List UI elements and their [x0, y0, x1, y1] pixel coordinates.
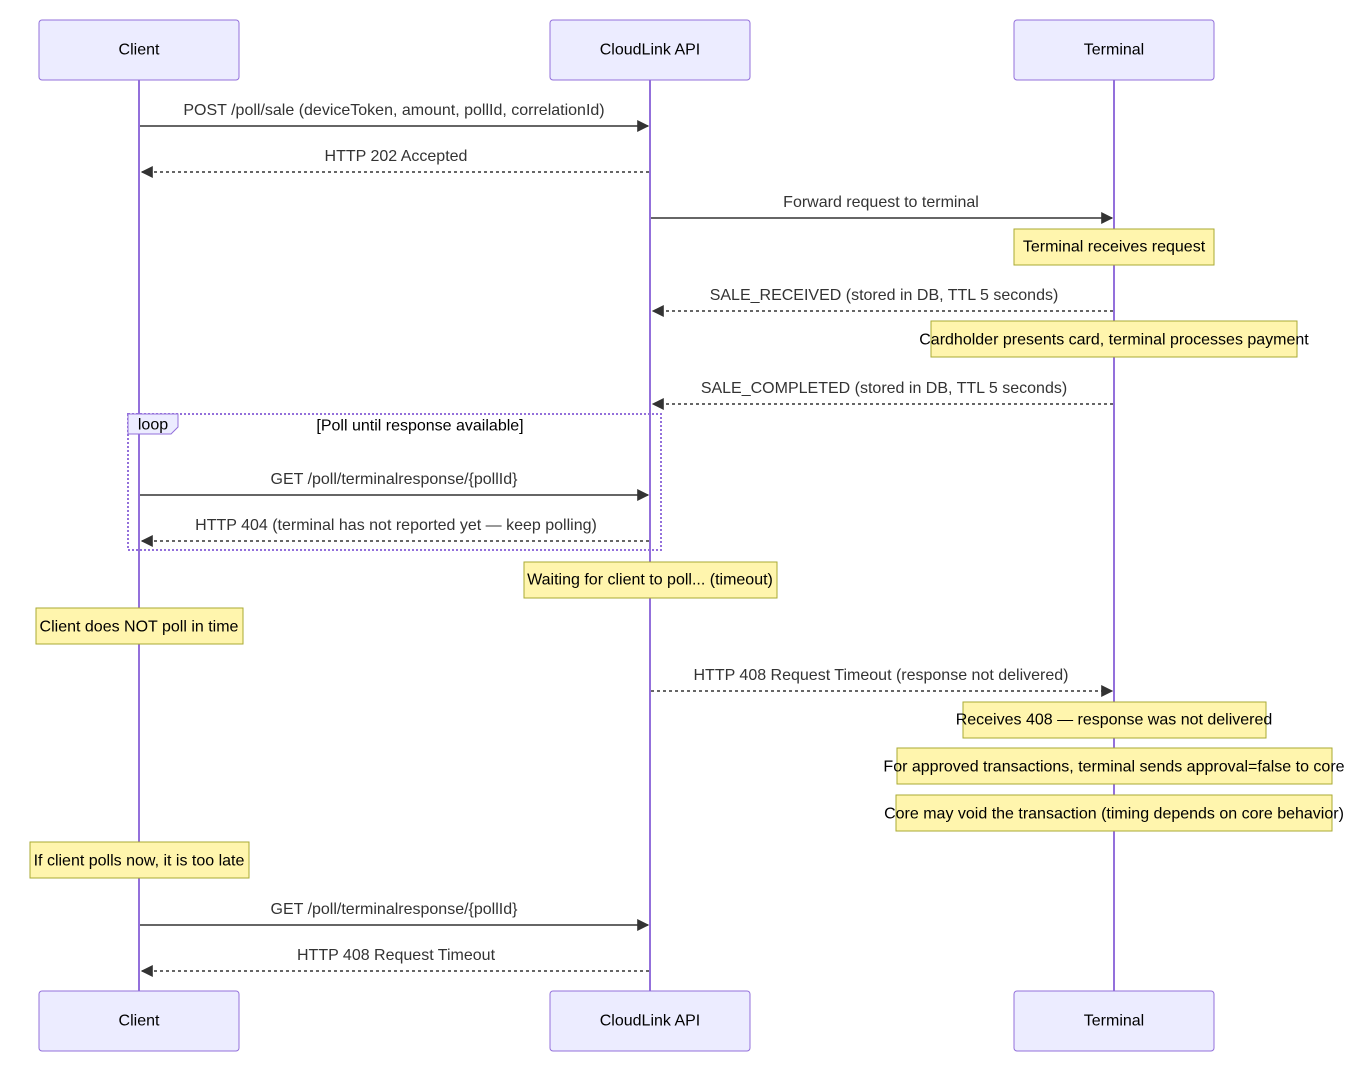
note-client-no-poll: Client does NOT poll in time — [35, 607, 244, 645]
note-text: Cardholder presents card, terminal proce… — [919, 332, 1309, 349]
note-receives-408: Receives 408 — response was not delivere… — [956, 701, 1273, 739]
actor-client-top: Client — [38, 19, 240, 81]
actor-api-bottom: CloudLink API — [549, 990, 751, 1052]
actor-terminal-top: Terminal — [1013, 19, 1215, 81]
message-label: HTTP 404 (terminal has not reported yet … — [195, 517, 597, 534]
actor-client-bottom: Client — [38, 990, 240, 1052]
message-get-response-loop: GET /poll/terminalresponse/{pollId} — [140, 471, 650, 501]
message-label: HTTP 202 Accepted — [325, 148, 468, 165]
message-label: HTTP 408 Request Timeout — [297, 947, 496, 964]
message-label: GET /poll/terminalresponse/{pollId} — [271, 471, 519, 488]
loop-block: loop [Poll until response available] GET… — [127, 413, 662, 551]
actor-label: CloudLink API — [600, 42, 701, 59]
actor-terminal-bottom: Terminal — [1013, 990, 1215, 1052]
actor-api-top: CloudLink API — [549, 19, 751, 81]
message-sale-received: SALE_RECEIVED (stored in DB, TTL 5 secon… — [651, 287, 1113, 317]
message-label: POST /poll/sale (deviceToken, amount, po… — [183, 102, 604, 119]
note-approval-false: For approved transactions, terminal send… — [883, 747, 1345, 785]
note-text: Terminal receives request — [1023, 239, 1206, 256]
message-label: SALE_RECEIVED (stored in DB, TTL 5 secon… — [710, 287, 1059, 304]
message-408-to-terminal: HTTP 408 Request Timeout (response not d… — [651, 667, 1114, 697]
loop-condition: [Poll until response available] — [316, 418, 523, 435]
note-cardholder-presents: Cardholder presents card, terminal proce… — [919, 320, 1309, 358]
actor-label: Client — [119, 42, 160, 59]
message-408-to-client: HTTP 408 Request Timeout — [140, 947, 649, 977]
message-404: HTTP 404 (terminal has not reported yet … — [140, 517, 649, 547]
message-sale-completed: SALE_COMPLETED (stored in DB, TTL 5 seco… — [651, 380, 1113, 410]
note-text: If client polls now, it is too late — [34, 853, 245, 870]
message-label: SALE_COMPLETED (stored in DB, TTL 5 seco… — [701, 380, 1067, 397]
note-text: For approved transactions, terminal send… — [883, 759, 1344, 776]
note-text: Waiting for client to poll... (timeout) — [527, 572, 773, 589]
note-too-late: If client polls now, it is too late — [29, 841, 250, 879]
loop-label: loop — [138, 417, 168, 434]
actor-label: Terminal — [1084, 1013, 1144, 1030]
message-forward-request: Forward request to terminal — [651, 194, 1114, 224]
note-terminal-receives: Terminal receives request — [1013, 228, 1215, 266]
actor-label: Client — [119, 1013, 160, 1030]
actor-label: CloudLink API — [600, 1013, 701, 1030]
message-post-sale: POST /poll/sale (deviceToken, amount, po… — [140, 102, 650, 132]
note-text: Core may void the transaction (timing de… — [884, 806, 1344, 823]
note-core-void: Core may void the transaction (timing de… — [884, 794, 1344, 832]
note-text: Client does NOT poll in time — [40, 619, 239, 636]
message-label: GET /poll/terminalresponse/{pollId} — [271, 901, 519, 918]
note-waiting-for-poll: Waiting for client to poll... (timeout) — [523, 561, 778, 599]
message-get-response-late: GET /poll/terminalresponse/{pollId} — [140, 901, 650, 931]
message-202-accepted: HTTP 202 Accepted — [140, 148, 649, 178]
actor-label: Terminal — [1084, 42, 1144, 59]
message-label: Forward request to terminal — [783, 194, 979, 211]
message-label: HTTP 408 Request Timeout (response not d… — [693, 667, 1068, 684]
note-text: Receives 408 — response was not delivere… — [956, 712, 1273, 729]
